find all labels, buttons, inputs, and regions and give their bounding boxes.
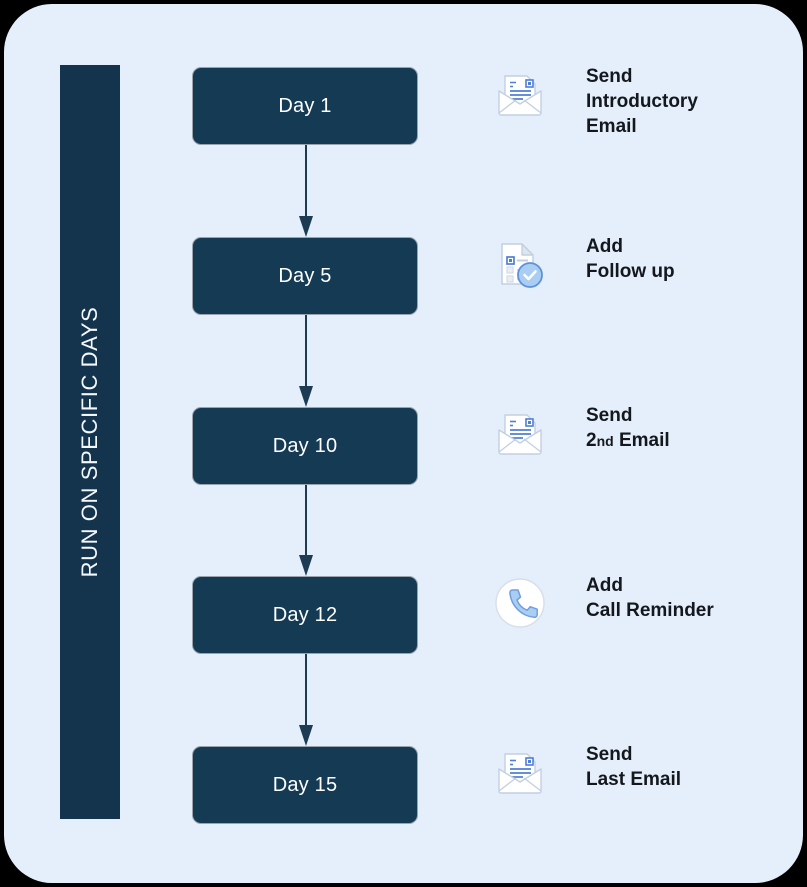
action-label-line: Add <box>586 236 623 257</box>
action-row-send-2nd-email[interactable]: Send 2nd Email <box>490 403 670 463</box>
document-check-icon <box>490 234 550 294</box>
action-label-line: Send <box>586 744 633 765</box>
arrow-stem <box>305 315 307 386</box>
phone-circle-icon <box>490 573 550 633</box>
action-label: Add Call Reminder <box>586 573 714 623</box>
action-label-line: Introductory <box>586 91 698 112</box>
action-label: Send Introductory Email <box>586 64 698 139</box>
ordinal-number: 2 <box>586 430 597 451</box>
open-envelope-letter-icon <box>490 403 550 463</box>
flow-node-label: Day 5 <box>278 264 332 287</box>
action-row-add-follow-up[interactable]: Add Follow up <box>490 234 675 294</box>
arrow-head-icon <box>299 386 313 407</box>
flow-connector-arrow <box>299 145 313 237</box>
flow-node-day-5[interactable]: Day 5 <box>192 237 418 315</box>
flow-connector-arrow <box>299 485 313 576</box>
action-label-line: Follow up <box>586 261 675 282</box>
action-label-line: Call Reminder <box>586 600 714 621</box>
flow-node-day-15[interactable]: Day 15 <box>192 746 418 824</box>
run-on-specific-days-banner: RUN ON SPECIFIC DAYS <box>60 65 120 819</box>
arrow-stem <box>305 145 307 216</box>
flow-node-day-1[interactable]: Day 1 <box>192 67 418 145</box>
action-label-line: Last Email <box>586 769 682 790</box>
action-label-line: Add <box>586 575 623 596</box>
flow-node-day-10[interactable]: Day 10 <box>192 407 418 485</box>
arrow-head-icon <box>299 555 313 576</box>
open-envelope-letter-icon <box>490 64 550 124</box>
workflow-card: RUN ON SPECIFIC DAYS Day 1 Day 5 Day 10 … <box>4 4 803 883</box>
flow-node-day-12[interactable]: Day 12 <box>192 576 418 654</box>
action-label-line: Email <box>586 116 637 137</box>
arrow-head-icon <box>299 216 313 237</box>
action-label-line: Send <box>586 66 633 87</box>
sidebar-label: RUN ON SPECIFIC DAYS <box>77 306 102 578</box>
arrow-stem <box>305 654 307 725</box>
action-row-add-call-reminder[interactable]: Add Call Reminder <box>490 573 714 633</box>
action-label: Send Last Email <box>586 742 681 792</box>
action-row-send-last-email[interactable]: Send Last Email <box>490 742 681 802</box>
action-row-send-introductory-email[interactable]: Send Introductory Email <box>490 64 698 139</box>
open-envelope-letter-icon <box>490 742 550 802</box>
ordinal-suffix: nd <box>596 433 614 449</box>
flow-connector-arrow <box>299 315 313 407</box>
arrow-stem <box>305 485 307 555</box>
action-label-line: Send <box>586 405 633 426</box>
action-label: Add Follow up <box>586 234 675 284</box>
flow-connector-arrow <box>299 654 313 746</box>
action-label-line-ordinal: 2nd Email <box>586 428 670 454</box>
flow-node-label: Day 12 <box>272 603 338 626</box>
action-label: Send 2nd Email <box>586 403 670 454</box>
flow-node-label: Day 1 <box>278 94 332 117</box>
ordinal-rest: Email <box>613 430 670 451</box>
flow-node-label: Day 15 <box>272 773 338 796</box>
arrow-head-icon <box>299 725 313 746</box>
flow-node-label: Day 10 <box>272 434 338 457</box>
